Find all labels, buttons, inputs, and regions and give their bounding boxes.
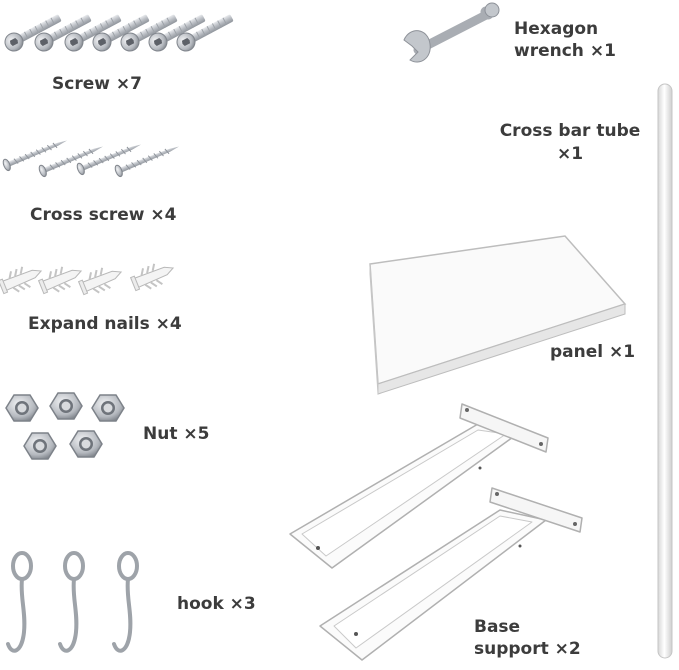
base-support-icon bbox=[289, 403, 549, 569]
tube-label-line2: ×1 bbox=[556, 144, 584, 164]
wrench-label-line2: wrench ×1 bbox=[514, 41, 616, 61]
hook-icon bbox=[112, 551, 139, 653]
screw-icon bbox=[34, 14, 92, 52]
wrench-label-line1: Hexagon bbox=[514, 19, 599, 39]
nut-icon bbox=[23, 432, 57, 460]
nut-icon bbox=[91, 394, 125, 422]
screw-icon bbox=[92, 14, 150, 52]
wall-anchor-icon bbox=[129, 263, 175, 292]
screw-icon bbox=[120, 14, 178, 52]
nut-label: Nut ×5 bbox=[143, 424, 210, 444]
cross-screw-label: Cross screw ×4 bbox=[30, 205, 177, 225]
screw-label: Screw ×7 bbox=[52, 74, 142, 94]
wall-anchor-icon bbox=[77, 267, 123, 296]
screw-icon bbox=[64, 14, 122, 52]
nut-icons bbox=[5, 392, 125, 460]
screw-icons bbox=[4, 14, 234, 52]
wall-anchor-icon bbox=[0, 266, 43, 295]
hook-icon bbox=[58, 551, 85, 653]
nut-icon bbox=[49, 392, 83, 420]
hook-icons bbox=[6, 551, 139, 653]
cross-screw-icon bbox=[114, 146, 180, 178]
expand-nails-label: Expand nails ×4 bbox=[28, 314, 182, 334]
screw-icon bbox=[148, 14, 206, 52]
nut-icon bbox=[69, 430, 103, 458]
base-support-icon bbox=[319, 487, 583, 661]
base-support-icons bbox=[289, 403, 583, 661]
cross-screw-icons bbox=[2, 140, 180, 178]
wall-anchor-icons bbox=[0, 263, 175, 296]
screw-icon bbox=[4, 14, 62, 52]
cross-screw-icon bbox=[2, 140, 68, 172]
panel-label: panel ×1 bbox=[550, 342, 636, 362]
wall-anchor-icon bbox=[37, 266, 83, 295]
tube-label-line1: Cross bar tube bbox=[499, 121, 641, 141]
screw-icon bbox=[176, 14, 234, 52]
nut-icon bbox=[5, 394, 39, 422]
hook-label: hook ×3 bbox=[177, 594, 256, 614]
cross-screw-icon bbox=[38, 146, 104, 178]
wrench-icon bbox=[403, 2, 500, 63]
hook-icon bbox=[6, 551, 33, 653]
base-support-label-line1: Base bbox=[474, 617, 521, 637]
cross-screw-icon bbox=[76, 144, 142, 176]
cross-bar-tube-icon bbox=[657, 83, 673, 659]
base-support-label-line2: support ×2 bbox=[474, 639, 581, 659]
panel-icon bbox=[369, 235, 627, 395]
